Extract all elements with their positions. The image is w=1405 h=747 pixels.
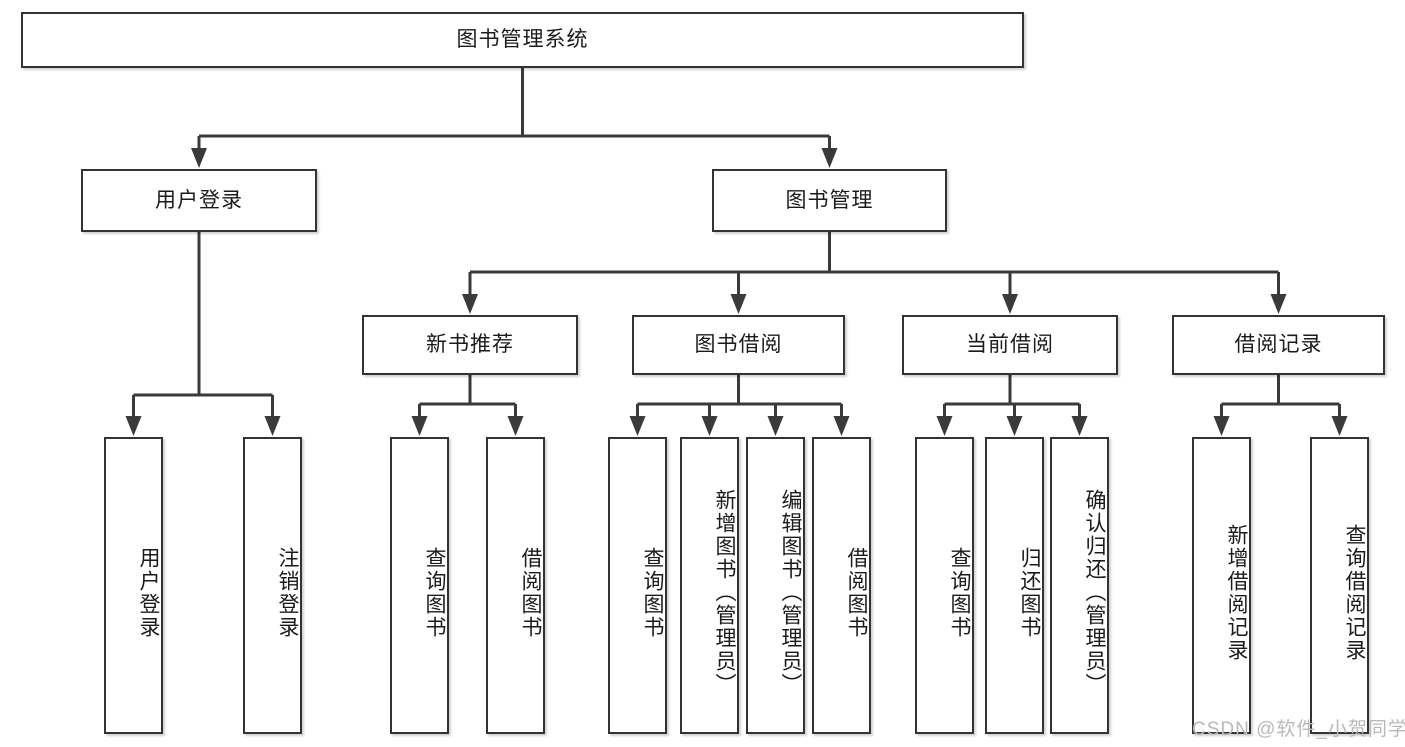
node-label: 图书管理系统 bbox=[456, 28, 589, 52]
arrowhead-borrow bbox=[730, 294, 747, 314]
node-leaf-12: 新增借阅记录 bbox=[1192, 437, 1251, 734]
arrowhead-records bbox=[1270, 294, 1287, 314]
arrowhead-leaf-2 bbox=[264, 416, 281, 436]
arrowhead-bookmgr bbox=[821, 148, 838, 168]
arrowhead-leaf-6 bbox=[701, 416, 718, 436]
node-current: 当前借阅 bbox=[902, 315, 1118, 375]
arrowhead-leaf-11 bbox=[1071, 416, 1088, 436]
node-leaf-5: 查询图书 bbox=[608, 437, 667, 734]
node-leaf-6: 新增图书（管理员） bbox=[680, 437, 739, 734]
node-leaf-13: 查询借阅记录 bbox=[1310, 437, 1369, 734]
node-leaf-11: 确认归还（管理员） bbox=[1050, 437, 1109, 734]
arrowhead-leaf-13 bbox=[1331, 416, 1348, 436]
arrowhead-leaf-1 bbox=[125, 416, 142, 436]
arrowhead-leaf-9 bbox=[936, 416, 953, 436]
node-leaf-7: 编辑图书（管理员） bbox=[746, 437, 805, 734]
node-leaf-2: 注销登录 bbox=[243, 437, 302, 734]
node-label: 当前借阅 bbox=[966, 333, 1054, 357]
node-label: 查询图书 bbox=[423, 546, 446, 639]
arrowhead-leaf-5 bbox=[629, 416, 646, 436]
node-label: 图书借阅 bbox=[694, 333, 783, 357]
node-records: 借阅记录 bbox=[1172, 315, 1385, 375]
node-label: 查询图书 bbox=[948, 546, 971, 639]
node-label: 新增图书（管理员） bbox=[713, 489, 736, 696]
arrowhead-leaf-7 bbox=[767, 416, 784, 436]
node-label: 图书管理 bbox=[785, 188, 874, 212]
node-leaf-10: 归还图书 bbox=[985, 437, 1044, 734]
node-label: 借阅记录 bbox=[1234, 333, 1323, 357]
node-label: 编辑图书（管理员） bbox=[779, 489, 802, 696]
node-newbooks: 新书推荐 bbox=[362, 315, 578, 375]
arrowhead-login bbox=[191, 148, 207, 168]
arrowhead-leaf-3 bbox=[411, 416, 428, 436]
node-bookmgr: 图书管理 bbox=[712, 169, 947, 232]
node-borrow: 图书借阅 bbox=[632, 315, 845, 375]
node-label: 查询借阅记录 bbox=[1343, 523, 1366, 662]
arrowhead-newbooks bbox=[462, 294, 478, 314]
arrowhead-current bbox=[1002, 294, 1018, 314]
node-label: 新增借阅记录 bbox=[1225, 523, 1248, 662]
node-leaf-9: 查询图书 bbox=[915, 437, 974, 734]
node-label: 注销登录 bbox=[276, 546, 299, 639]
arrowhead-leaf-12 bbox=[1213, 416, 1230, 436]
node-leaf-8: 借阅图书 bbox=[812, 437, 871, 734]
arrowhead-leaf-4 bbox=[507, 416, 524, 436]
node-label: 确认归还（管理员） bbox=[1083, 489, 1106, 696]
node-leaf-3: 查询图书 bbox=[390, 437, 449, 734]
node-label: 新书推荐 bbox=[426, 333, 514, 357]
node-label: 归还图书 bbox=[1018, 546, 1041, 639]
arrowhead-leaf-10 bbox=[1006, 416, 1023, 436]
watermark: CSDN @软件_小贺同学 bbox=[1192, 719, 1405, 740]
node-label: 借阅图书 bbox=[845, 546, 868, 639]
arrowhead-leaf-8 bbox=[833, 416, 850, 436]
node-login: 用户登录 bbox=[81, 169, 317, 232]
node-label: 查询图书 bbox=[641, 546, 664, 639]
node-label: 借阅图书 bbox=[519, 546, 542, 639]
node-leaf-4: 借阅图书 bbox=[486, 437, 545, 734]
node-root: 图书管理系统 bbox=[21, 12, 1024, 68]
node-label: 用户登录 bbox=[155, 188, 243, 212]
node-leaf-1: 用户登录 bbox=[104, 437, 163, 734]
node-label: 用户登录 bbox=[137, 546, 160, 639]
